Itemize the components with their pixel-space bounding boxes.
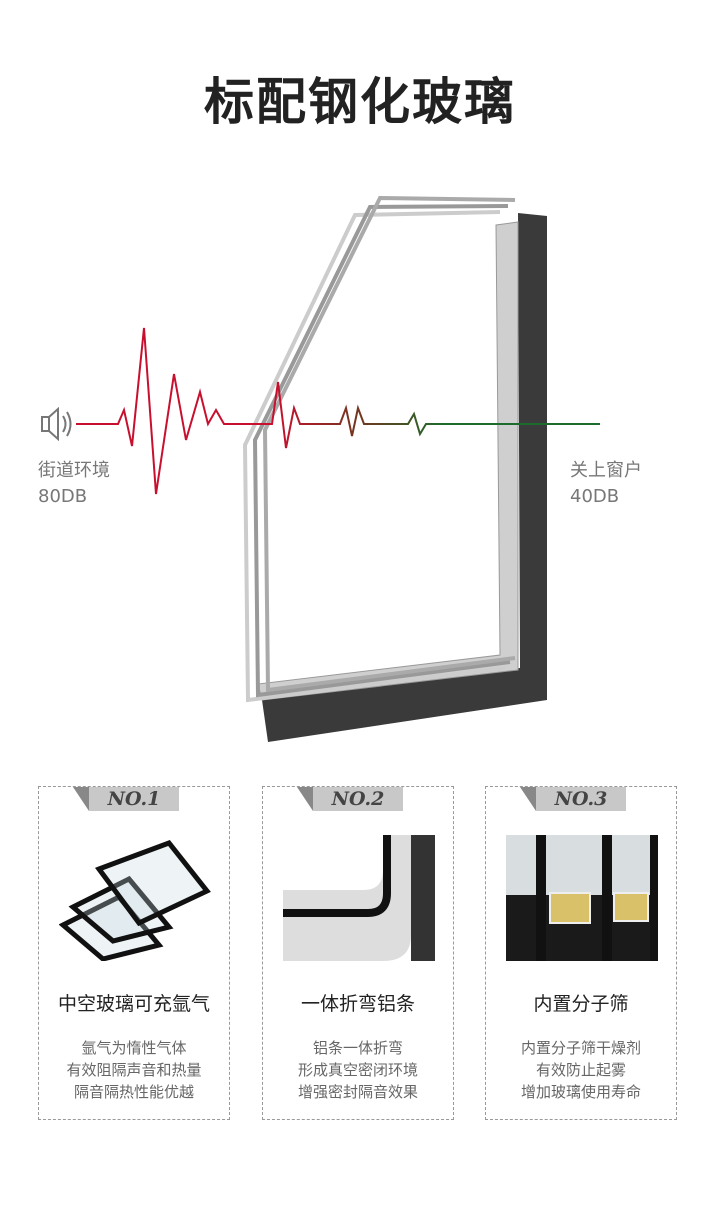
card-line: 有效阻隔声音和热量 xyxy=(66,1061,202,1079)
badge: NO.1 xyxy=(73,787,179,811)
insulated-glass-image xyxy=(59,840,211,961)
closed-window-label: 关上窗户 xyxy=(570,460,642,481)
page-title: 标配钢化玻璃 xyxy=(204,73,516,131)
card-line: 内置分子筛干燥剂 xyxy=(520,1039,641,1057)
sound-wave xyxy=(76,327,600,495)
closed-window-db: 40DB xyxy=(570,486,620,507)
spacer-bar xyxy=(257,221,519,701)
glass-pane xyxy=(262,195,516,693)
window-diagram xyxy=(41,195,600,742)
card-title: 一体折弯铝条 xyxy=(300,993,415,1015)
card-line: 增强密封隔音效果 xyxy=(297,1083,418,1101)
glass-pane xyxy=(252,204,511,698)
card-line: 增加玻璃使用寿命 xyxy=(520,1083,641,1101)
feature-card-1: NO.1 中空玻璃可充氩气 氩气为惰性气体有效阻隔声音和热量隔音隔热性能优越 xyxy=(38,786,230,1120)
badge: NO.3 xyxy=(520,787,626,811)
street-label: 街道环境 xyxy=(38,460,110,481)
street-db: 80DB xyxy=(38,486,88,507)
card-line: 形成真空密闭环境 xyxy=(297,1061,418,1079)
card-title: 中空玻璃可充氩气 xyxy=(57,993,210,1015)
card-line: 氩气为惰性气体 xyxy=(81,1039,187,1057)
aluminum-spacer-image xyxy=(283,835,435,961)
badge: NO.2 xyxy=(297,787,403,811)
card-line: 隔音隔热性能优越 xyxy=(73,1083,194,1101)
molecular-sieve-image xyxy=(506,835,658,961)
feature-card-2: NO.2 一体折弯铝条 铝条一体折弯形成真空密闭环境增强密封隔音效果 xyxy=(262,786,454,1120)
card-line: 铝条一体折弯 xyxy=(312,1039,403,1057)
card-title: 内置分子筛 xyxy=(533,993,629,1015)
feature-card-3: NO.3 内置分子筛 内置分子筛干燥剂有效防止起雾增加玻璃使用寿命 xyxy=(485,786,677,1120)
speaker-icon xyxy=(41,406,72,442)
card-line: 有效防止起雾 xyxy=(535,1061,626,1079)
glass-pane xyxy=(242,210,506,703)
